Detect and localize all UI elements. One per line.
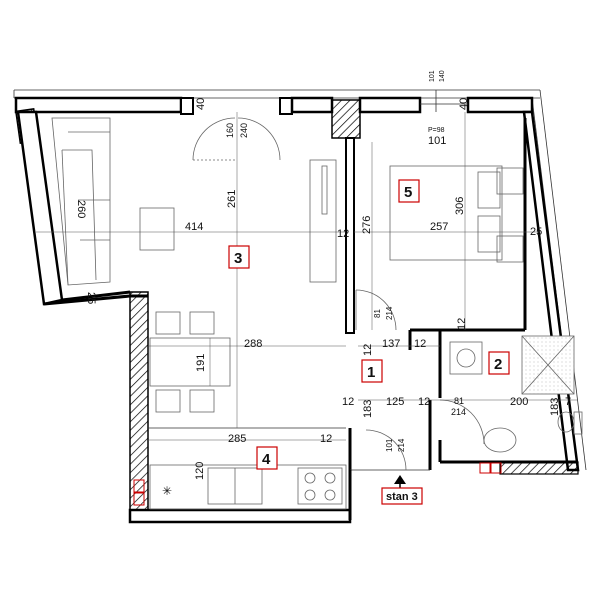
dim-137: 137	[382, 338, 400, 350]
bedroom-door-height: 214	[385, 306, 394, 320]
entry-door-height: 214	[397, 438, 406, 452]
doors	[192, 90, 485, 471]
coffee-table	[139, 207, 175, 251]
sofa	[51, 117, 111, 286]
room-number-3: 3	[234, 250, 242, 267]
window-width: 101	[429, 70, 436, 82]
dim-160: 160	[225, 123, 235, 138]
dim-285: 285	[228, 433, 246, 445]
dimension-labels: 40 40 160 240 414 261 260 25 12 276 257 …	[75, 98, 571, 480]
bed	[389, 165, 503, 261]
dim-306: 306	[454, 197, 466, 215]
dim-40-left: 40	[195, 98, 207, 110]
dim-191: 191	[195, 354, 207, 372]
dim-40-right: 40	[458, 98, 470, 110]
exterior-lines	[13, 89, 587, 471]
tv-unit	[309, 159, 337, 283]
dimension-lines	[36, 112, 578, 441]
entry-door-width: 101	[385, 438, 394, 452]
dim-12-a: 12	[337, 228, 349, 240]
dim-12-f: 12	[418, 396, 430, 408]
window-height: 140	[439, 70, 446, 82]
room-number-5: 5	[404, 184, 412, 201]
dim-414: 414	[185, 221, 203, 233]
dim-25-right: 25	[530, 226, 542, 238]
dim-12-c: 12	[362, 344, 374, 356]
dim-12-b: 12	[456, 318, 468, 330]
room-number-1: 1	[367, 364, 375, 381]
room-numbers: 3 5 1 2 4	[228, 179, 510, 470]
dim-288: 288	[244, 338, 262, 350]
furniture: ✳	[51, 117, 583, 510]
kitchen-counter	[149, 464, 347, 510]
parapet-value: 101	[428, 135, 446, 147]
dim-260: 260	[75, 200, 87, 218]
dim-7: 7	[565, 396, 571, 408]
dim-261: 261	[226, 190, 238, 208]
stove	[297, 467, 343, 505]
dim-200: 200	[510, 396, 528, 408]
opening-labels: 81 214 81 214 101 214 101 140 P=98 101	[373, 70, 466, 452]
dim-257: 257	[430, 221, 448, 233]
walls	[14, 96, 580, 524]
parapet-label: P=98	[428, 127, 445, 134]
dim-240: 240	[239, 123, 249, 138]
dim-12-g: 12	[320, 433, 332, 445]
dim-12-d: 12	[414, 338, 426, 350]
bedroom-door-width: 81	[373, 309, 382, 318]
entrance-marker: stan 3	[381, 475, 423, 505]
entrance-label: stan 3	[386, 491, 418, 503]
entrance-arrow-icon	[394, 475, 406, 484]
dim-125: 125	[386, 396, 404, 408]
dim-183-b: 183	[549, 398, 561, 416]
bath-door-width: 81	[454, 396, 464, 406]
dim-12-e: 12	[342, 396, 354, 408]
bath-door-height: 214	[451, 407, 466, 417]
room-number-2: 2	[494, 356, 502, 373]
dim-25-left: 25	[85, 292, 97, 304]
dining-table	[149, 337, 231, 387]
dim-120: 120	[194, 462, 206, 480]
washing-machine	[449, 341, 483, 375]
washbasin	[483, 427, 517, 453]
dim-276: 276	[361, 216, 373, 234]
room-number-4: 4	[262, 451, 271, 468]
asterisk-icon: ✳	[162, 484, 172, 498]
dim-183-a: 183	[362, 400, 374, 418]
